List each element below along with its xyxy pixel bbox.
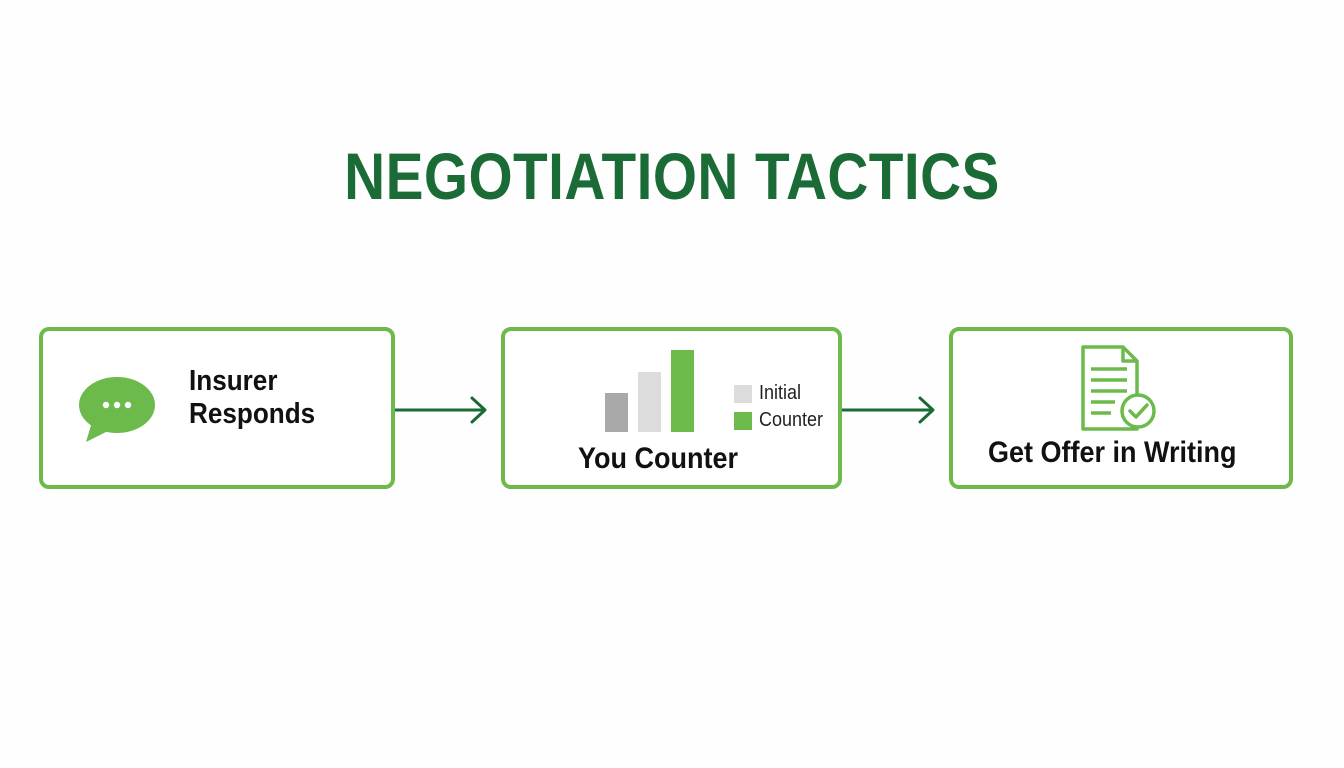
legend-label-initial: Initial xyxy=(759,382,802,404)
legend-swatch-initial xyxy=(734,385,752,403)
legend-label-counter: Counter xyxy=(759,409,824,431)
arrow-right-icon xyxy=(395,396,487,424)
legend-swatch-counter xyxy=(734,412,752,430)
step-label: You Counter xyxy=(578,442,738,475)
step-insurer-responds: Insurer Responds xyxy=(39,327,395,489)
bar-counter xyxy=(671,350,694,432)
bar-initial-light xyxy=(638,372,661,432)
arrow-right-icon xyxy=(842,396,935,424)
speech-bubble-icon xyxy=(79,377,155,442)
document-check-icon xyxy=(1081,345,1156,431)
bar-initial-dark xyxy=(605,393,628,432)
step-label: Insurer Responds xyxy=(189,365,316,430)
step-you-counter: Initial Counter You Counter xyxy=(501,327,842,489)
step-label: Get Offer in Writing xyxy=(988,436,1237,469)
step-get-offer-in-writing: Get Offer in Writing xyxy=(949,327,1293,489)
page-title: NEGOTIATION TACTICS xyxy=(344,139,1000,213)
bar-chart-icon xyxy=(605,350,694,432)
